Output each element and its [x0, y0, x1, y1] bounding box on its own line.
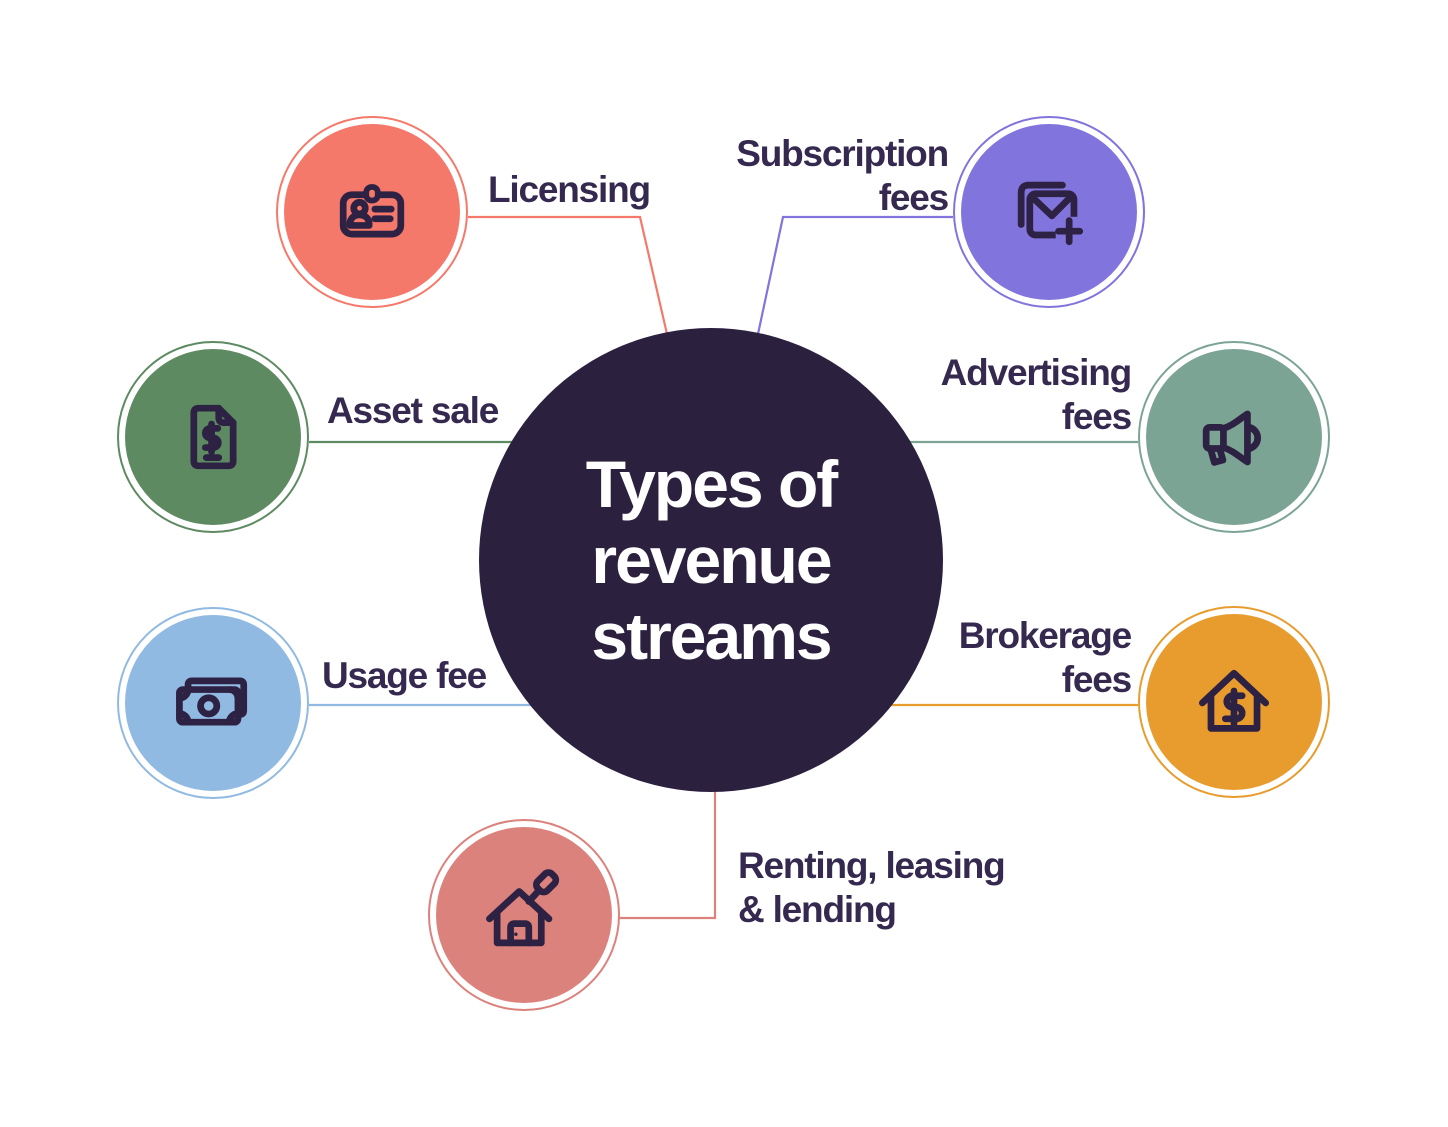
node-disc: [1146, 614, 1322, 790]
label-subscription-fees: Subscription fees: [736, 133, 949, 218]
banknote-icon: [176, 677, 248, 726]
node-brokerage-fees: [1138, 606, 1330, 798]
connector-renting: [619, 789, 717, 920]
label-asset-sale: Asset sale: [327, 390, 499, 431]
node-ring: [428, 819, 620, 1011]
node-disc: [1146, 349, 1322, 525]
node-disc: [284, 124, 460, 300]
node-disc: [961, 124, 1137, 300]
node-asset-sale: [117, 341, 309, 533]
invoice-dollar-icon: [190, 404, 237, 470]
label-advertising-fees: Advertising fees: [940, 352, 1133, 437]
house-dollar-icon: [1198, 669, 1270, 732]
node-ring: [117, 341, 309, 533]
node-licensing: [276, 116, 468, 308]
node-ring: [953, 116, 1145, 308]
node-ring: [117, 607, 309, 799]
node-renting-leasing-lending: [428, 819, 620, 1011]
node-subscription-fees: [953, 116, 1145, 308]
node-ring: [1138, 606, 1330, 798]
label-renting-leasing-lending: Renting, leasing & lending: [738, 845, 1006, 930]
mail-plus-icon: [1017, 181, 1085, 246]
node-disc: [125, 615, 301, 791]
node-disc: [125, 349, 301, 525]
diagram-title: Types of revenue streams: [585, 447, 838, 673]
label-licensing: Licensing: [488, 169, 651, 210]
id-card-icon: [339, 184, 405, 238]
node-disc: [436, 827, 612, 1003]
node-advertising-fees: [1138, 341, 1330, 533]
node-ring: [276, 116, 468, 308]
connector-licensing: [468, 215, 669, 335]
central-circle: Types of revenue streams: [479, 328, 943, 792]
megaphone-icon: [1202, 410, 1261, 466]
label-usage-fee: Usage fee: [322, 655, 487, 696]
label-brokerage-fees: Brokerage fees: [958, 615, 1132, 700]
connector-subscription: [756, 215, 953, 335]
node-usage-fee: [117, 607, 309, 799]
house-key-icon: [486, 869, 560, 947]
node-ring: [1138, 341, 1330, 533]
